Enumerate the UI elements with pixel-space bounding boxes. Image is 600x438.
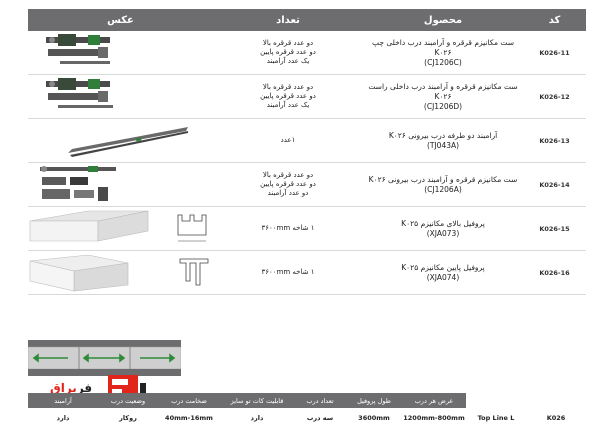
- spec-value: Top Line L: [477, 413, 515, 422]
- product-image: [28, 250, 213, 295]
- product-image: [28, 31, 213, 75]
- mechanism-set-image: [46, 78, 113, 108]
- sliding-door-diagram: [28, 340, 181, 376]
- header-code: کد: [523, 9, 586, 31]
- header-product: محصول: [363, 9, 523, 31]
- code-cell: K026-16: [523, 250, 586, 295]
- product-cell: آرامبند دو طرفه درب بیرونی K۰۲۶ (TJ043A): [363, 118, 523, 163]
- table-row: دو عدد قرقره بالا دو عدد قرقره پایین دو …: [28, 162, 586, 207]
- spec-value: 3600mm: [358, 413, 390, 422]
- table-row: ۱ شاخه ۳۶۰۰mm پروفیل بالای مکانیزم K۰۲۵ …: [28, 206, 586, 251]
- spec-header: وضعیت درب: [98, 393, 158, 408]
- top-profile-image: [29, 210, 207, 242]
- spec-header: طول پروفیل: [346, 393, 402, 408]
- table-row: دو عدد قرقره بالا دو عدد قرقره پایین یک …: [28, 74, 586, 119]
- spec-header: [466, 393, 526, 408]
- product-cell: ست مکانیزم قرقره و آرامبند درب بیرونی K۰…: [363, 162, 523, 207]
- spec-header: [526, 393, 586, 408]
- outer-door-set-image: [40, 166, 116, 201]
- quantity-cell: دو عدد قرقره بالا دو عدد قرقره پایین یک …: [213, 31, 363, 75]
- code-cell: K026-15: [523, 206, 586, 251]
- spec-value: K026: [546, 413, 566, 422]
- code-cell: K026-14: [523, 162, 586, 207]
- spec-value: 1200mm-800mm: [403, 413, 465, 422]
- spec-value: دارد: [250, 413, 264, 422]
- spec-header: قابلیت کات تو سایز: [220, 393, 294, 408]
- spec-header: آرامبند: [28, 393, 98, 408]
- spec-value: دارد: [56, 413, 70, 422]
- product-image: [28, 206, 213, 251]
- code-cell: K026-12: [523, 74, 586, 119]
- quantity-cell: دو عدد قرقره بالا دو عدد قرقره پایین دو …: [213, 162, 363, 207]
- spec-table: آرامبند وضعیت درب ضخامت درب قابلیت کات ت…: [28, 393, 586, 427]
- spec-header: عرض هر درب: [402, 393, 466, 408]
- mechanism-set-image: [46, 34, 110, 64]
- spec-value: روکار: [119, 413, 137, 422]
- bottom-profile-image: [29, 254, 209, 292]
- table-row: ۱ شاخه ۳۶۰۰mm پروفیل پایین مکانیزم K۰۲۵ …: [28, 250, 586, 295]
- table-row: دو عدد قرقره بالا دو عدد قرقره پایین یک …: [28, 31, 586, 75]
- product-cell: پروفیل بالای مکانیزم K۰۲۵ (XJA073): [363, 206, 523, 251]
- header-quantity: تعداد: [213, 9, 363, 31]
- header-image: عکس: [28, 9, 213, 31]
- products-table: عکس تعداد محصول کد دو عدد قرقره بالا دو …: [28, 9, 586, 295]
- table-row: ۱عدد آرامبند دو طرفه درب بیرونی K۰۲۶ (TJ…: [28, 118, 586, 163]
- soft-close-bar-image: [68, 127, 188, 157]
- product-cell: ست مکانیزم قرقره و آرامبند درب داخلی چپ …: [363, 31, 523, 75]
- spec-value: 40mm-16mm: [165, 413, 213, 422]
- product-cell: پروفیل پایین مکانیزم K۰۲۵ (XJA074): [363, 250, 523, 295]
- product-image: [28, 118, 213, 163]
- quantity-cell: ۱عدد: [213, 118, 363, 163]
- product-image: [28, 162, 213, 207]
- quantity-cell: ۱ شاخه ۳۶۰۰mm: [213, 250, 363, 295]
- spec-value: سه درب: [306, 413, 334, 422]
- spec-header: ضخامت درب: [158, 393, 220, 408]
- spec-header: تعداد درب: [294, 393, 346, 408]
- product-image: [28, 74, 213, 119]
- code-cell: K026-11: [523, 31, 586, 75]
- brand-logo-text: فریراق: [50, 381, 93, 395]
- quantity-cell: دو عدد قرقره بالا دو عدد قرقره پایین یک …: [213, 74, 363, 119]
- product-cell: ست مکانیزم قرقره و آرامبند درب داخلی راس…: [363, 74, 523, 119]
- quantity-cell: ۱ شاخه ۳۶۰۰mm: [213, 206, 363, 251]
- spec-values-row: دارد روکار 40mm-16mm دارد سه درب 3600mm …: [28, 408, 586, 427]
- arrow-icon: [32, 353, 176, 363]
- code-cell: K026-13: [523, 118, 586, 163]
